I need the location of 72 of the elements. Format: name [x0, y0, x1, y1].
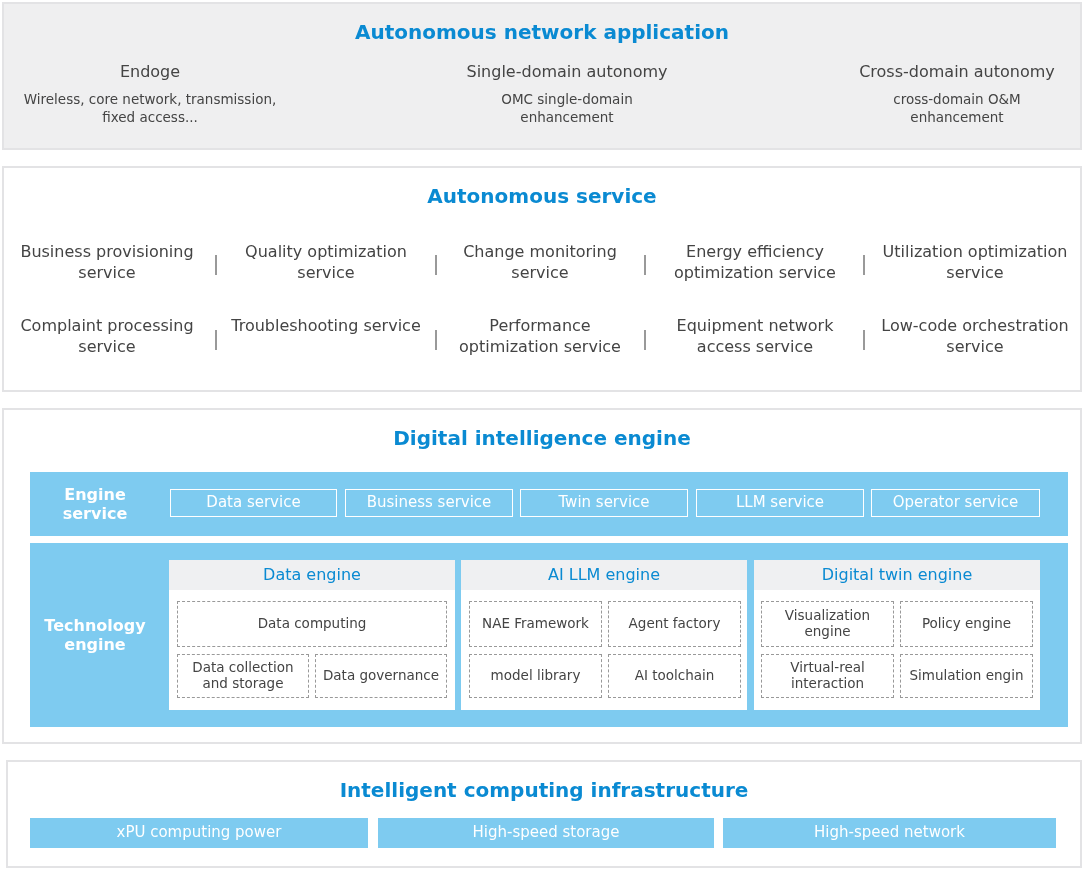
component-box	[469, 654, 602, 698]
service-name: Low-code orchestration service	[880, 316, 1070, 358]
column-description: cross-domain O&M enhancement	[892, 91, 1022, 127]
service-name: Equipment network access service	[675, 316, 835, 358]
component-box	[761, 601, 894, 647]
component-box	[469, 601, 602, 647]
service-box	[696, 489, 864, 517]
component-box	[177, 654, 309, 698]
component-box	[608, 601, 741, 647]
component-label: Twin service	[558, 494, 650, 512]
infrastructure-bar	[378, 818, 714, 848]
component-label: Virtual-real interaction	[789, 660, 866, 692]
heading: Autonomous network application	[354, 20, 730, 44]
column-heading: Endoge	[118, 62, 182, 83]
service-name: Utilization optimization service	[881, 242, 1069, 284]
service-name: Performance optimization service	[458, 316, 622, 358]
component-label: Business service	[366, 494, 492, 512]
component-label: LLM service	[735, 494, 825, 512]
component-box	[315, 654, 447, 698]
component-label: Policy engine	[921, 616, 1012, 632]
heading: Digital twin engine	[754, 560, 1040, 590]
component-label: Operator service	[892, 494, 1019, 512]
service-name: Quality optimization service	[244, 242, 408, 284]
heading: Autonomous service	[426, 184, 658, 208]
heading: Digital intelligence engine	[392, 426, 692, 450]
component-label: xPU computing power	[116, 824, 282, 842]
engine-panel	[754, 560, 1040, 710]
component-label: AI toolchain	[634, 668, 715, 684]
component-box	[900, 654, 1033, 698]
heading: AI LLM engine	[461, 560, 747, 590]
service-name: Energy efficiency optimization service	[673, 242, 837, 284]
component-label: Visualization engine	[783, 608, 872, 640]
heading: Engine service	[61, 485, 129, 523]
service-name: Business provisioning service	[19, 242, 195, 284]
component-label: Simulation engin	[909, 668, 1024, 684]
component-box	[761, 654, 894, 698]
heading: Intelligent computing infrastructure	[338, 778, 750, 802]
component-label: Data service	[206, 494, 301, 512]
layer-panel	[2, 2, 1082, 150]
heading: Technology engine	[43, 616, 147, 654]
column-description: OMC single-domain enhancement	[500, 91, 634, 127]
engine-band	[30, 472, 1068, 536]
service-box	[520, 489, 688, 517]
service-box	[170, 489, 337, 517]
engine-panel	[461, 560, 747, 710]
component-label: NAE Framework	[482, 616, 589, 632]
infrastructure-bar	[723, 818, 1056, 848]
service-name: Change monitoring service	[462, 242, 618, 284]
column-heading: Single-domain autonomy	[465, 62, 669, 83]
column-heading: Cross-domain autonomy	[858, 62, 1056, 83]
component-box	[900, 601, 1033, 647]
infrastructure-bar	[30, 818, 368, 848]
component-label: Data computing	[257, 616, 367, 632]
layer-panel	[2, 408, 1082, 744]
component-label: model library	[490, 668, 581, 684]
heading: Data engine	[169, 560, 455, 590]
component-label: Data governance	[322, 668, 440, 684]
component-box	[608, 654, 741, 698]
component-label: High-speed storage	[472, 824, 620, 842]
component-label: Data collection and storage	[191, 660, 295, 692]
service-name: Complaint processing service	[19, 316, 195, 358]
column-description: Wireless, core network, transmission, fixed access...	[22, 91, 278, 127]
layer-panel	[2, 166, 1082, 392]
service-box	[345, 489, 513, 517]
engine-panel	[169, 560, 455, 710]
service-name: Troubleshooting service	[231, 316, 421, 337]
engine-band	[30, 543, 1068, 727]
component-label: High-speed network	[814, 824, 965, 842]
component-label: Agent factory	[628, 616, 721, 632]
component-box	[177, 601, 447, 647]
service-box	[871, 489, 1040, 517]
layer-panel	[6, 760, 1082, 868]
